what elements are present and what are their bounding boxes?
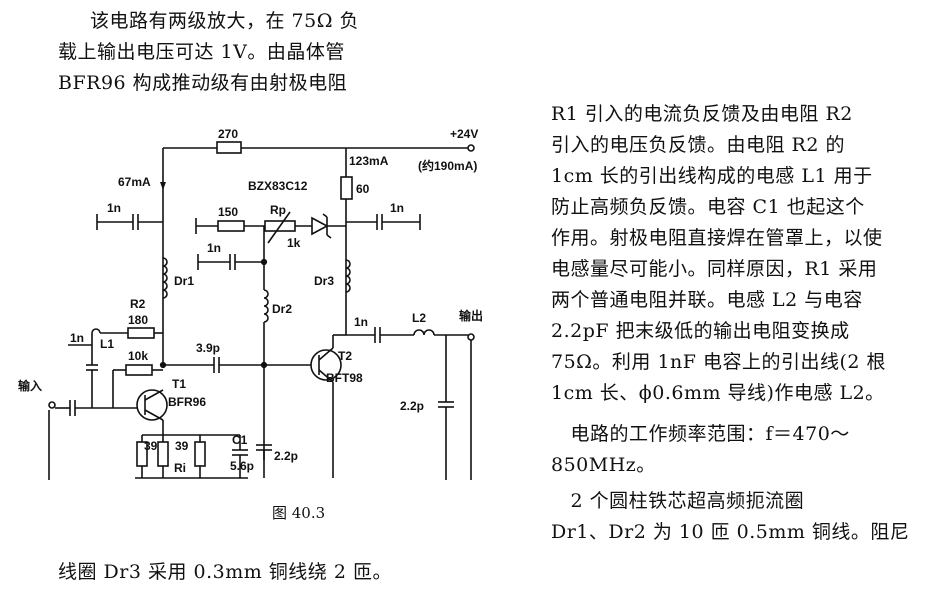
label-t1-type: BFR96 — [168, 395, 206, 409]
label-c1n-b: 1n — [390, 201, 404, 215]
junction — [260, 361, 268, 369]
t1-collector — [144, 389, 164, 401]
text-line: 850MHz。 — [551, 454, 656, 476]
label-c1n-e: 1n — [354, 315, 368, 329]
text-line: 1cm 长、ϕ0.6mm 导线)作电感 L2。 — [551, 382, 885, 404]
t2-collector — [318, 347, 334, 361]
text-line: 75Ω。利用 1nF 电容上的引出线(2 根 — [551, 351, 887, 373]
label-ri: Ri — [174, 461, 186, 475]
figure-caption: 图 40.3 — [272, 504, 326, 522]
text-line: BFR96 构成推动级有由射极电阻 — [58, 72, 348, 94]
resistor-10k — [125, 364, 153, 376]
label-r150: 150 — [218, 205, 238, 219]
text-line: 引入的电压负反馈。由电阻 R2 的 — [551, 134, 845, 156]
label-c39p: 3.9p — [196, 341, 220, 355]
resistor-ri — [194, 441, 206, 467]
label-t2-type: BFT98 — [326, 371, 363, 385]
label-dr3: Dr3 — [314, 274, 334, 288]
label-dr2: Dr2 — [272, 302, 292, 316]
label-r39b: 39 — [175, 439, 189, 453]
label-dr1: Dr1 — [174, 274, 194, 288]
label-r60: 60 — [356, 182, 370, 196]
text-line: 电路的工作频率范围：f＝470～ — [551, 423, 850, 445]
transistor-t1 — [136, 389, 168, 421]
label-c56p: 5.6p — [230, 459, 254, 473]
label-c1n-d: 1n — [70, 331, 84, 345]
label-rp: Rp — [270, 203, 286, 217]
label-c1: C1 — [232, 433, 248, 447]
junction — [260, 258, 268, 266]
inductor-dr3 — [345, 259, 351, 293]
inductor-l1 — [91, 328, 101, 334]
resistor-150 — [217, 220, 245, 232]
text-line: 该电路有两级放大，在 75Ω 负 — [90, 10, 360, 32]
current-arrow — [160, 182, 166, 190]
t2-emitter — [318, 369, 334, 383]
label-r39a: 39 — [144, 439, 158, 453]
zener-diode — [311, 216, 329, 236]
inductor-l2 — [413, 329, 435, 336]
label-l2: L2 — [412, 311, 426, 325]
circuit-schematic: 270 +24V 67mA 1n Dr1 123mA (约190mA) 60 1… — [18, 127, 483, 480]
label-r2-val: 180 — [128, 313, 148, 327]
resistor-60 — [340, 176, 353, 200]
label-t2: T2 — [338, 349, 352, 363]
label-i123: 123mA — [349, 154, 389, 168]
text-line: 防止高频负反馈。电容 C1 也起这个 — [551, 196, 865, 218]
text-line: Dr1、Dr2 为 10 匝 0.5mm 铜线。阻尼 — [551, 521, 910, 543]
label-supply: +24V — [450, 127, 478, 141]
text-line: 2.2pF 把末级低的输出电阻变换成 — [551, 320, 850, 342]
supply-terminal — [467, 144, 475, 152]
label-t1: T1 — [172, 377, 186, 391]
label-l1: L1 — [100, 337, 114, 351]
label-zener: BZX83C12 — [248, 179, 308, 193]
text-line: 作用。射极电阻直接焊在管罩上，以使 — [551, 227, 883, 249]
label-r10k: 10k — [128, 349, 148, 363]
label-c22p-out: 2.2p — [400, 399, 424, 413]
output-terminal — [467, 333, 475, 341]
text-line: R1 引入的电流负反馈及由电阻 R2 — [551, 103, 853, 125]
label-c22p: 2.2p — [274, 449, 298, 463]
input-terminal — [48, 401, 56, 409]
text-line: 1cm 长的引出线构成的电感 L1 用于 — [551, 165, 873, 187]
label-i67: 67mA — [118, 175, 151, 189]
text-line: 两个普通电阻并联。电感 L2 与电容 — [551, 289, 863, 311]
text-line: 线圈 Dr3 采用 0.3mm 铜线绕 2 匝。 — [58, 561, 392, 583]
label-c1n-a: 1n — [107, 201, 121, 215]
resistor-r2 — [127, 327, 155, 339]
label-output: 输出 — [459, 308, 483, 323]
label-rp-val: 1k — [287, 236, 301, 250]
label-i190: (约190mA) — [418, 158, 477, 173]
label-r270: 270 — [218, 127, 238, 141]
t1-emitter — [144, 409, 164, 421]
text-line: 2 个圆柱铁芯超高频扼流圈 — [551, 490, 805, 512]
text-line: 载上输出电压可达 1V。由晶体管 — [58, 41, 345, 63]
inductor-dr2 — [263, 289, 269, 323]
label-c1n-c: 1n — [207, 241, 221, 255]
label-input: 输入 — [18, 378, 42, 393]
inductor-dr1 — [162, 257, 168, 299]
resistor-270 — [216, 141, 242, 154]
resistor-39b — [157, 441, 169, 467]
potentiometer-arrow — [267, 211, 291, 244]
text-line: 电感量尽可能小。同样原因，R1 采用 — [551, 258, 878, 280]
label-r2: R2 — [130, 297, 146, 311]
